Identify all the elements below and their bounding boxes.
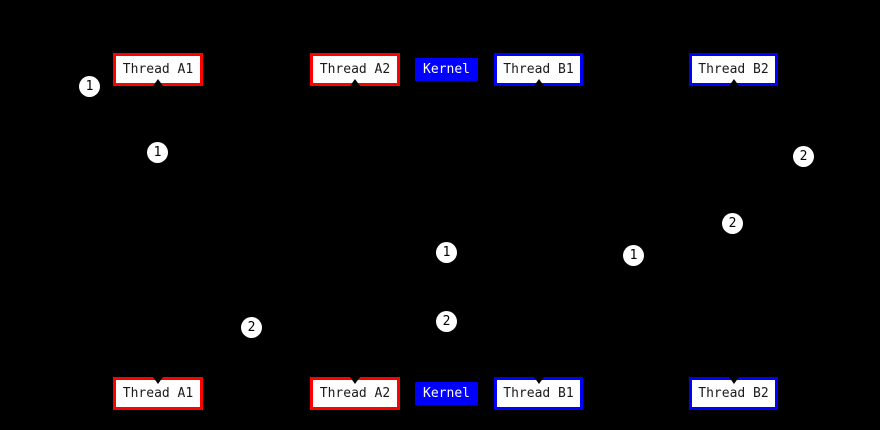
arrowhead-down-icon (350, 377, 360, 384)
step-marker: 2 (241, 317, 262, 338)
box-thread-b1-top: Thread B1 (494, 53, 583, 86)
step-marker: 2 (436, 311, 457, 332)
box-thread-a2-bottom: Thread A2 (310, 377, 400, 410)
step-marker: 1 (623, 245, 644, 266)
box-kernel-bottom: Kernel (415, 382, 478, 405)
box-label: Thread B2 (698, 62, 769, 77)
arrowhead-down-icon (533, 377, 544, 384)
arrowhead-up-icon (350, 79, 360, 86)
box-label: Thread A2 (319, 386, 391, 401)
marker-label: 2 (728, 216, 737, 231)
box-thread-a1-bottom: Thread A1 (113, 377, 203, 410)
box-label: Thread A2 (319, 62, 391, 77)
box-label: Thread B1 (503, 386, 574, 401)
marker-label: 1 (442, 245, 451, 260)
box-label: Thread A1 (122, 62, 194, 77)
box-label: Thread B1 (503, 62, 574, 77)
step-marker: 1 (79, 76, 100, 97)
arrowhead-up-icon (533, 79, 544, 86)
arrowhead-up-icon (728, 79, 739, 86)
box-thread-b2-bottom: Thread B2 (689, 377, 778, 410)
arrowhead-up-icon (153, 79, 163, 86)
step-marker: 2 (722, 213, 743, 234)
box-label: Thread B2 (698, 386, 769, 401)
box-label: Thread A1 (122, 386, 194, 401)
marker-label: 1 (629, 248, 638, 263)
step-marker: 1 (436, 242, 457, 263)
marker-label: 1 (85, 79, 94, 94)
box-thread-a2-top: Thread A2 (310, 53, 400, 86)
step-marker: 2 (793, 146, 814, 167)
arrowhead-down-icon (153, 377, 163, 384)
marker-label: 2 (799, 149, 808, 164)
marker-label: 1 (153, 145, 162, 160)
box-thread-a1-top: Thread A1 (113, 53, 203, 86)
box-kernel-top: Kernel (415, 58, 478, 81)
box-thread-b1-bottom: Thread B1 (494, 377, 583, 410)
marker-label: 2 (247, 320, 256, 335)
marker-label: 2 (442, 314, 451, 329)
box-thread-b2-top: Thread B2 (689, 53, 778, 86)
box-label: Kernel (423, 62, 470, 77)
arrowhead-down-icon (728, 377, 739, 384)
step-marker: 1 (147, 142, 168, 163)
box-label: Kernel (423, 386, 470, 401)
